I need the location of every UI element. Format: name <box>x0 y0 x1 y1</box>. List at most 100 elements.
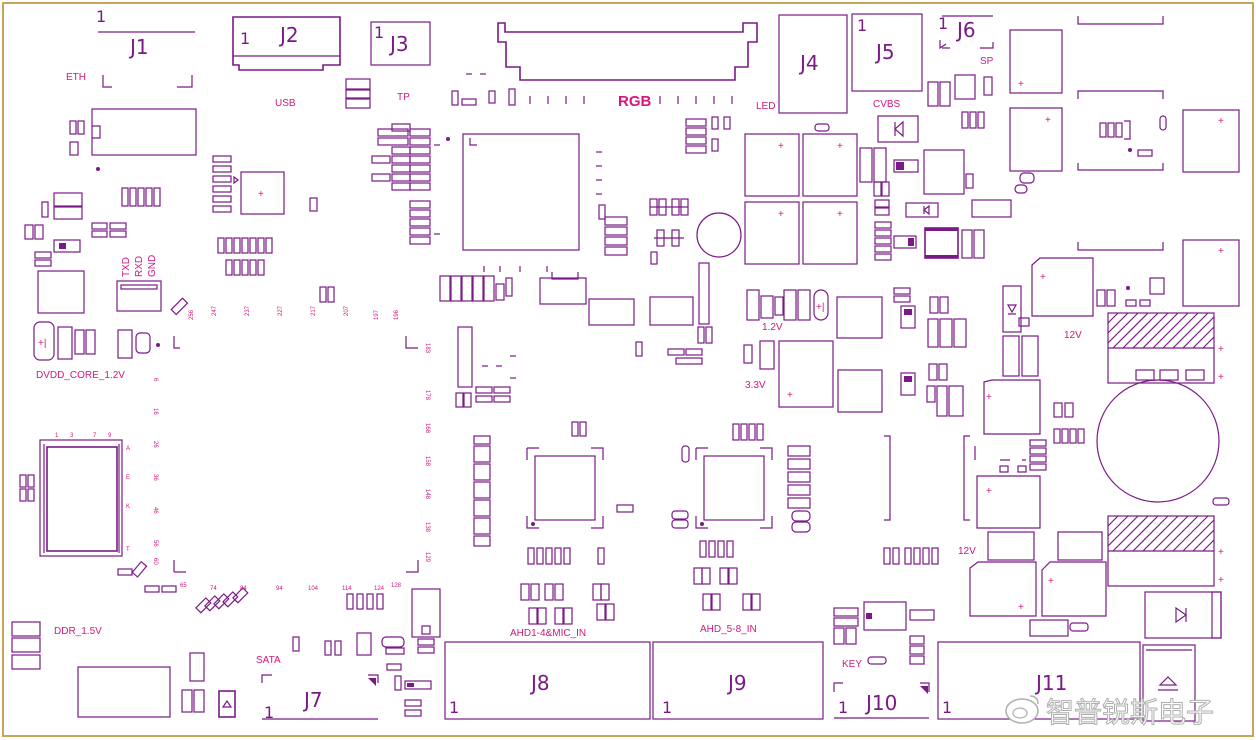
j3-ref: J3 <box>388 32 409 56</box>
j8-pin1: 1 <box>449 698 459 717</box>
j6-ref: J6 <box>955 18 976 42</box>
soc-pin-bottom-4: 104 <box>308 586 319 592</box>
j9-pin1: 1 <box>662 698 672 717</box>
j1-ref: J1 <box>128 35 149 59</box>
soc-pin-top-2: 237 <box>245 305 251 316</box>
txd-label: TXD <box>121 257 132 277</box>
soc-pin-right-6: 129 <box>424 552 430 563</box>
soc-pin-top-3: 227 <box>278 305 284 316</box>
v12-label-b: 12V <box>958 546 976 557</box>
tp-label: TP <box>397 92 410 103</box>
soc-pin-left-4: 46 <box>152 507 158 514</box>
soc-pin-top-0: 256 <box>189 309 195 320</box>
svg-text:+: + <box>1218 246 1224 257</box>
ddr-power <box>11 621 236 718</box>
ddr-label: DDR_1.5V <box>54 626 102 637</box>
soc-pin-bottom-1: 74 <box>210 586 217 592</box>
dc-jack <box>1142 644 1196 722</box>
key-label: KEY <box>842 659 862 670</box>
svg-text:+: + <box>986 392 992 403</box>
svg-text:+: + <box>1045 115 1051 126</box>
connector-j7: 1 J7 <box>261 674 379 722</box>
usb-power-switch: + <box>212 155 335 303</box>
soc-pin-top-5: 207 <box>344 305 350 316</box>
svg-text:+: + <box>1048 576 1054 587</box>
cvbs-area <box>859 74 1012 218</box>
sp-label: SP <box>980 56 994 67</box>
soc-pin-bottom-7: 128 <box>391 583 402 589</box>
soc-pin-right-0: 183 <box>424 343 430 354</box>
j1-pin1: 1 <box>96 7 106 26</box>
right-top-components: + + + + <box>1009 16 1240 307</box>
svg-text:+: + <box>1018 602 1024 613</box>
j8-ref: J8 <box>529 671 550 695</box>
bga-col-3: 9 <box>108 433 112 439</box>
ddr-bga-marks: 1 3 7 9 A E K T <box>55 433 130 553</box>
watermark: 智普锐斯电子 <box>1005 695 1215 730</box>
svg-text:+: + <box>1018 79 1024 90</box>
j6-pin1: 1 <box>938 14 948 33</box>
bga-row-3: T <box>126 547 130 553</box>
soc-pin-left-1: 16 <box>152 408 158 415</box>
transformer-eth <box>91 108 197 171</box>
soc-pin-right-2: 168 <box>424 423 430 434</box>
svg-text:+: + <box>787 390 793 401</box>
svg-text:+: + <box>1218 344 1224 355</box>
cvbs-label: CVBS <box>873 99 901 110</box>
tp-components <box>345 73 516 245</box>
connector-j6: 1 J6 <box>938 14 994 50</box>
connector-j1: 1 J1 <box>96 7 195 88</box>
weibo-icon <box>1005 695 1039 724</box>
led-driver-caps: + + + + <box>744 123 858 265</box>
soc-pin-right-5: 138 <box>424 522 430 533</box>
ahd2-label: AHD_5-8_IN <box>700 624 757 635</box>
j2-pin1: 1 <box>240 29 250 48</box>
small-components-left <box>24 120 162 314</box>
j9-ref: J9 <box>726 671 747 695</box>
connector-j8: 1 J8 <box>444 641 651 720</box>
v12-label-a: 12V <box>1064 330 1082 341</box>
j11-pin1: 1 <box>942 698 952 717</box>
key-area <box>833 601 935 665</box>
ahd-decoder-2 <box>671 423 811 611</box>
soc-pin-bottom-0: 65 <box>180 583 187 589</box>
connector-j4: J4 <box>778 14 848 114</box>
bga-row-1: E <box>126 475 130 481</box>
soc-pin-top-7: 196 <box>394 309 400 320</box>
dvdd-core-label: DVDD_CORE_1.2V <box>36 370 125 381</box>
svg-text:+: + <box>778 209 784 220</box>
heatsink-regulators: ++ ++ <box>1107 312 1224 587</box>
connector-j2: 1 J2 <box>232 16 341 71</box>
svg-text:+: + <box>837 141 843 152</box>
svg-text:+: + <box>837 209 843 220</box>
bga-col-0: 1 <box>55 433 59 439</box>
rxd-label: RXD <box>134 256 145 277</box>
svg-text:+: + <box>778 141 784 152</box>
ahd-input-left-components <box>455 326 516 547</box>
svg-text:+|: +| <box>38 338 46 349</box>
svg-text:+: + <box>1040 272 1046 283</box>
ddr-decoupling <box>19 474 249 614</box>
soc-pin-right-4: 148 <box>424 489 430 500</box>
soc-pin-right-1: 178 <box>424 390 430 401</box>
j7-ref: J7 <box>302 688 323 712</box>
bottom-right-components: + + <box>883 531 1222 639</box>
dc-input-section: + + + <box>884 257 1230 529</box>
soc-pin-left-6: 60 <box>152 558 158 565</box>
soc-pin-top-4: 217 <box>311 305 317 316</box>
soc-pin-bottom-5: 114 <box>342 586 352 592</box>
svg-text:+: + <box>1218 372 1224 383</box>
svg-text:+: + <box>258 189 264 200</box>
ahd-decoder-1 <box>520 421 634 625</box>
ahd1-label: AHD1-4&MIC_IN <box>510 628 586 639</box>
connector-j5: 1 J5 <box>851 13 923 92</box>
watermark-text: 智普锐斯电子 <box>1046 696 1214 729</box>
j5-ref: J5 <box>874 40 895 64</box>
bga-row-0: A <box>126 446 130 452</box>
v12-core-label: 1.2V <box>762 322 783 333</box>
soc-pin-left-0: 6 <box>152 378 158 382</box>
soc-pin-top-1: 247 <box>212 305 218 316</box>
dvdd-core-regulator: +| <box>33 297 189 361</box>
main-processor <box>439 133 643 357</box>
bga-row-2: K <box>126 504 130 510</box>
